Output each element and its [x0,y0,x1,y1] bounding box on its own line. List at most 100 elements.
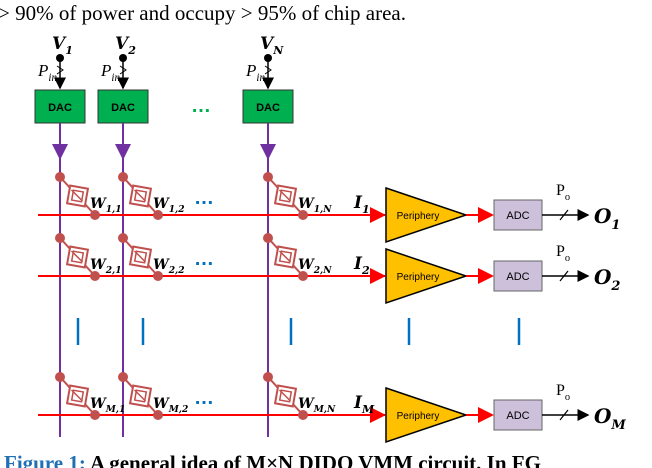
caption-text: A general idea of M×N DIDO VMM circuit. … [86,451,541,468]
body-text-line: > 90% of power and occupy > 95% of chip … [0,1,406,25]
weight-label: W1,2 [153,196,185,215]
memristor-bottom-node [90,210,100,220]
adc-label: ADC [506,410,529,422]
output-label-sub: 2 [610,279,620,294]
memristor-cell [118,172,163,220]
memristor-bottom-node [298,271,308,281]
memristor-inner-icon [133,250,148,264]
dac-block [242,89,294,124]
weight-label: W1,N [298,196,332,215]
weight-label: W1,1 [90,196,122,215]
voltage-label-sub: 1 [65,44,73,57]
memristor-inner-icon [133,189,148,203]
memristor-bottom-node [90,271,100,281]
pin-label-sub: in [48,72,57,84]
pin-label: Pin [100,61,120,84]
weight-label-sub: M,N [313,404,336,415]
current-label-main: I [353,393,363,413]
memristor-bottom-node [153,410,163,420]
po-label: Po [556,182,570,203]
memristor-inner-icon [278,389,293,403]
weight-label-sub: 1,2 [169,204,185,215]
weight-label: W2,2 [153,257,185,276]
memristor-bottom-node [298,210,308,220]
weight-label: WM,2 [153,396,188,415]
memristor-cell [118,233,163,281]
periphery-amplifier [385,247,469,305]
memristor-cell [263,233,308,281]
output-label-sub: M [610,418,626,433]
current-label: I1 [353,193,370,216]
weight-label-main: W [298,257,315,273]
weight-label-sub: M,2 [168,404,189,415]
pin-label-sub: in [256,72,265,84]
current-label: I2 [353,254,370,277]
power-slash-icon [56,65,64,75]
voltage-label: V2 [115,34,136,57]
ellipsis-row: … [194,187,214,209]
adc-block [493,199,543,231]
memristor-arrow-icon [70,250,84,263]
memristor-top-node [263,233,273,243]
memristor-arrow-icon [278,189,292,202]
pin-label-main: P [100,61,111,80]
figure-caption: Figure 1: A general idea of M×N DIDO VMM… [4,451,541,468]
output-label: O1 [594,204,620,233]
memristor-top-node [118,233,128,243]
weight-label: W2,1 [90,257,122,276]
memristor-arrow-icon [133,250,147,263]
bus-slash-icon [559,409,569,421]
current-label: IM [353,393,375,416]
memristor-inner-icon [278,250,293,264]
memristor-cell [55,372,100,420]
weight-label-main: W [90,396,107,412]
dac-block [97,89,149,124]
memristor-arrow-icon [278,389,292,402]
current-label-main: I [353,193,363,213]
memristor-top-node [55,372,65,382]
output-label-sub: 1 [611,218,620,233]
memristor-bottom-node [90,410,100,420]
weight-label: WM,1 [90,396,125,415]
pin-label-sub: in [111,72,120,84]
output-label: OM [594,404,626,433]
memristor-bottom-node [153,271,163,281]
adc-block [493,260,543,292]
current-label-main: I [353,254,363,274]
voltage-label-main: V [52,34,67,54]
weight-label-sub: 2,1 [105,265,122,276]
weight-label-main: W [153,257,170,273]
voltage-label-sub: N [272,44,284,57]
memristor-cell [55,233,100,281]
memristor-cell [55,172,100,220]
memristor-top-node [118,172,128,182]
voltage-label: VN [260,34,284,57]
po-label: Po [556,243,570,264]
periphery-label: Periphery [397,411,440,422]
periphery-amplifier [385,386,469,444]
memristor-arrow-icon [133,189,147,202]
weight-label-main: W [298,396,315,412]
memristor-arrow-icon [133,389,147,402]
ellipsis-row: … [194,248,214,270]
pin-label-main: P [37,61,48,80]
voltage-label-main: V [115,34,130,54]
memristor-inner-icon [70,189,85,203]
memristor-top-node [263,172,273,182]
memristor-arrow-icon [278,250,292,263]
po-label-main: P [556,382,565,399]
pin-label: Pin [245,61,265,84]
dac-block [34,89,86,124]
po-label-sub: o [565,253,570,264]
weight-label-main: W [90,196,107,212]
output-label-main: O [594,265,612,289]
input-columns [34,54,294,437]
memristor-bottom-node [298,410,308,420]
weight-label: WM,N [298,396,336,415]
po-label-main: P [556,243,565,260]
dac-label: DAC [111,102,135,114]
voltage-label-sub: 2 [127,44,136,57]
memristor-top-node [118,372,128,382]
